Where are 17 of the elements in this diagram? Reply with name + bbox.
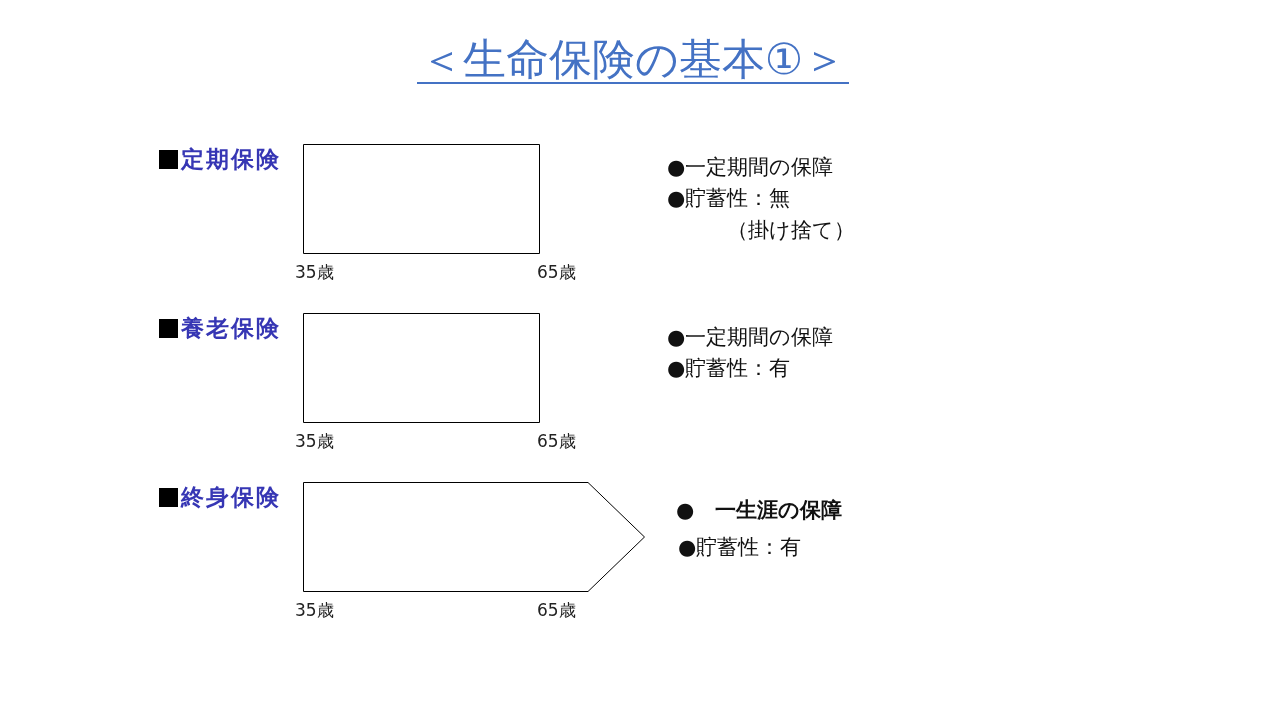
section-heading: 養老保険 bbox=[181, 317, 281, 340]
age-label: 35歳 bbox=[295, 433, 334, 450]
bullet-text: ●一定期間の保障 bbox=[667, 157, 834, 178]
age-label: 35歳 bbox=[295, 264, 334, 281]
note-text: （掛け捨て） bbox=[727, 220, 855, 241]
bullet-text: ●貯蓄性：無 bbox=[667, 188, 791, 209]
bullet-text: ●一定期間の保障 bbox=[667, 327, 834, 348]
age-label: 65歳 bbox=[537, 433, 576, 450]
bullet-text: ●貯蓄性：有 bbox=[678, 537, 802, 558]
section-heading: 終身保険 bbox=[181, 486, 281, 509]
age-label: 65歳 bbox=[537, 602, 576, 619]
age-label: 35歳 bbox=[295, 602, 334, 619]
bullet-text: ● 一生涯の保障 bbox=[676, 500, 843, 521]
bullet-text: ●貯蓄性：有 bbox=[667, 358, 791, 379]
age-label: 65歳 bbox=[537, 264, 576, 281]
section-heading: 定期保険 bbox=[181, 148, 281, 171]
slide-title: ＜生命保険の基本①＞ bbox=[416, 38, 850, 84]
